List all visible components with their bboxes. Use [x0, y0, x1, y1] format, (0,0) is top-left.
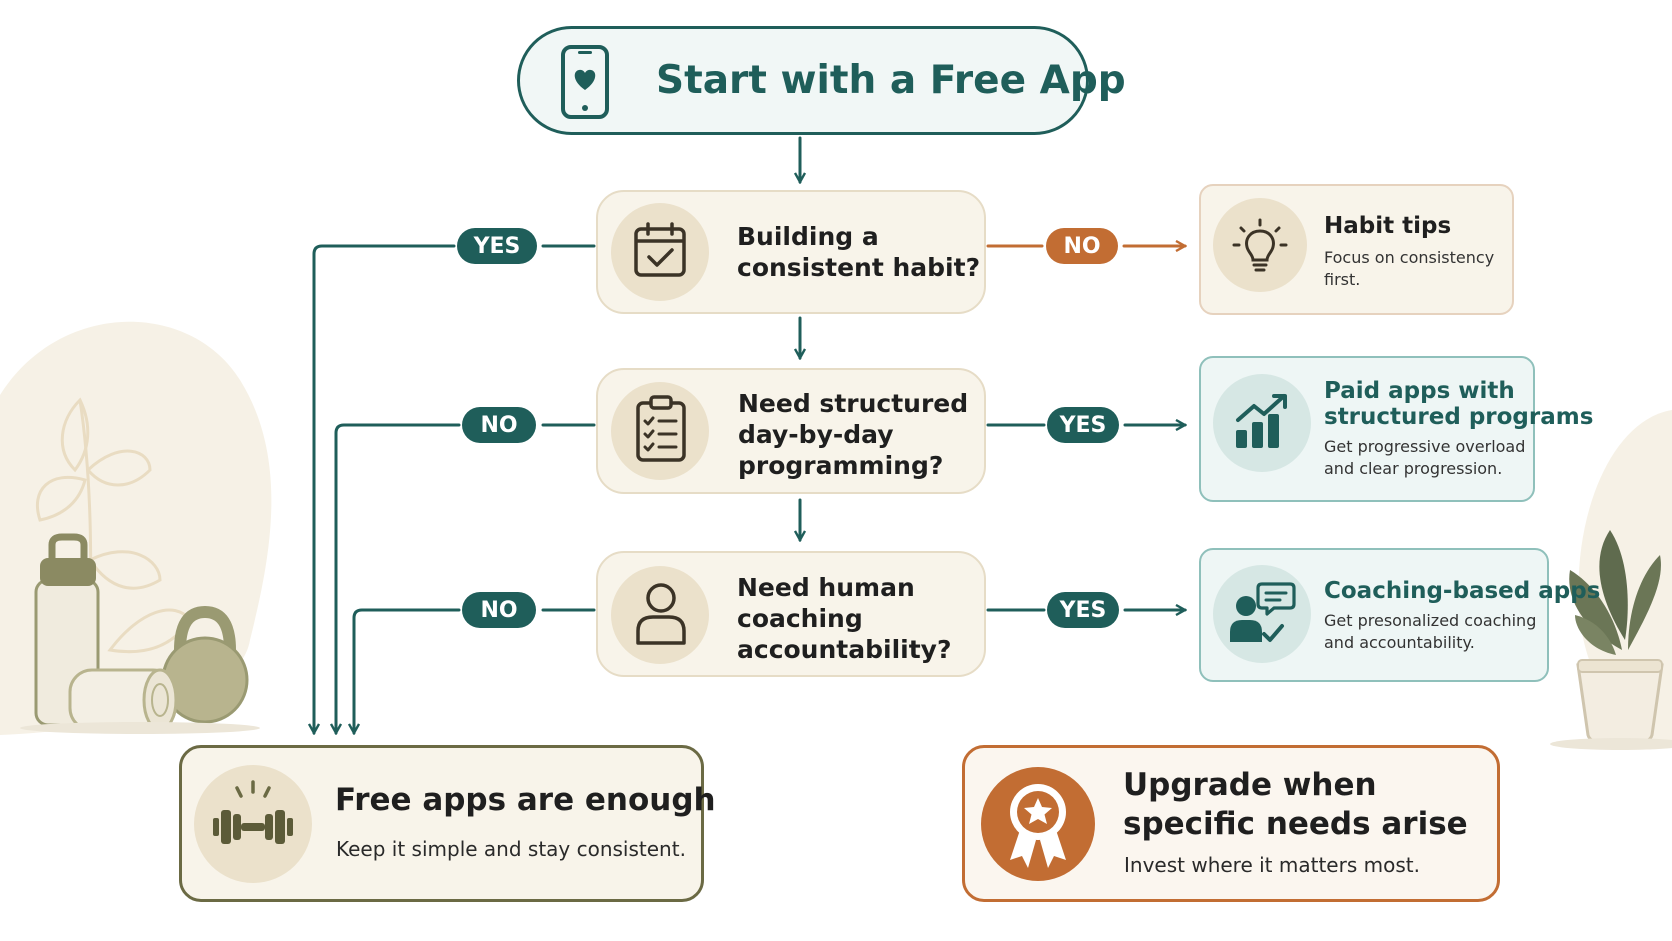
- coaching-apps-title: Coaching-based apps: [1324, 578, 1601, 604]
- question-text-habit: Building a consistent habit?: [737, 222, 981, 282]
- free-apps-subtitle: Keep it simple and stay consistent.: [336, 837, 686, 861]
- q1-yes-line: [314, 244, 456, 733]
- q3-no-line: [354, 608, 461, 733]
- award-ribbon-icon: [1010, 784, 1066, 868]
- branch-pill-q3-no: NO: [462, 592, 536, 628]
- branch-pill-q3-yes: YES: [1047, 592, 1119, 628]
- free-apps-title: Free apps are enough: [335, 782, 716, 818]
- start-node: [517, 26, 1089, 135]
- potted-plant-icon: [1569, 530, 1664, 744]
- dumbbell-icon: [213, 780, 293, 844]
- outcome-icon-circle: [1213, 198, 1307, 292]
- paid-apps-subtitle: Get progressive overload and clear progr…: [1324, 437, 1526, 478]
- paid-apps-title: Paid apps with structured programs: [1324, 378, 1594, 430]
- habit-tips-subtitle: Focus on consistency first.: [1324, 248, 1495, 289]
- question-icon-circle: [611, 203, 709, 301]
- lightbulb-icon: [1232, 218, 1288, 272]
- branch-pill-q1-yes: YES: [457, 228, 537, 264]
- outcome-icon-circle: [1213, 565, 1311, 663]
- upgrade-title: Upgrade when specific needs arise: [1123, 767, 1468, 842]
- question-text-coaching: Need human coaching accountability?: [737, 573, 952, 664]
- clipboard-checklist-icon: [636, 395, 686, 462]
- q2-no-line: [336, 423, 461, 733]
- person-icon: [636, 583, 686, 645]
- branch-pill-q2-yes: YES: [1047, 407, 1119, 443]
- phone-heart-icon: [561, 45, 609, 119]
- question-icon-circle: [611, 566, 709, 664]
- habit-tips-title: Habit tips: [1324, 213, 1452, 239]
- upgrade-subtitle: Invest where it matters most.: [1124, 853, 1420, 877]
- branch-pill-q2-no: NO: [462, 407, 536, 443]
- question-text-programming: Need structured day-by-day programming?: [738, 389, 969, 480]
- coaching-apps-subtitle: Get presonalized coaching and accountabi…: [1324, 611, 1537, 652]
- calendar-check-icon: [634, 222, 686, 277]
- growth-chart-icon: [1236, 394, 1287, 448]
- start-title: Start with a Free App: [656, 58, 1126, 103]
- coach-chat-icon: [1230, 582, 1296, 642]
- branch-pill-q1-no: NO: [1046, 228, 1118, 264]
